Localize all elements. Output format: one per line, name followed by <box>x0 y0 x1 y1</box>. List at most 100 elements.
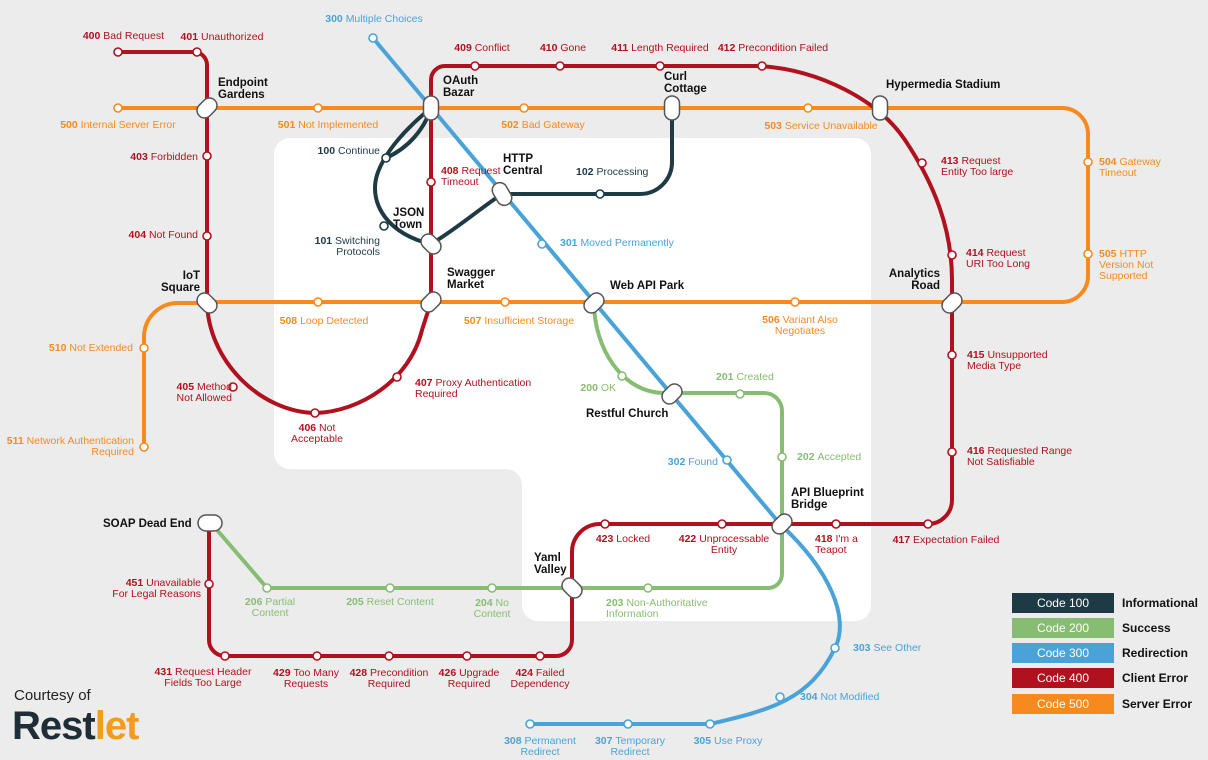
credit-text: Courtesy of <box>14 687 91 704</box>
stop-507 <box>500 297 510 307</box>
stop-301 <box>537 239 547 249</box>
label-300: 300 Multiple Choices <box>325 13 422 25</box>
label-302: 302 Found <box>668 456 718 468</box>
label-507: 507 Insufficient Storage <box>464 315 574 327</box>
stop-300 <box>368 33 378 43</box>
stop-428 <box>384 651 394 661</box>
stop-404 <box>202 231 212 241</box>
station-web-api-park: Web API Park <box>610 280 685 292</box>
stop-409 <box>470 61 480 71</box>
stop-102 <box>595 189 605 199</box>
label-205: 205 Reset Content <box>346 596 434 608</box>
stop-408 <box>426 177 436 187</box>
stop-202 <box>777 452 787 462</box>
stop-403 <box>202 151 212 161</box>
station-oauth-bazar-marker <box>422 95 440 121</box>
station-hypermedia-stadium-marker <box>871 95 889 121</box>
legend-swatch-1xx: Code 100 <box>1012 593 1114 613</box>
label-409: 409 Conflict <box>454 42 510 54</box>
stop-307 <box>623 719 633 729</box>
stop-431 <box>220 651 230 661</box>
legend-swatch-2xx: Code 200 <box>1012 618 1114 638</box>
label-500: 500 Internal Server Error <box>60 119 176 131</box>
stop-504 <box>1083 157 1093 167</box>
label-100: 100 Continue <box>318 145 381 157</box>
stop-406 <box>310 408 320 418</box>
stop-501 <box>313 103 323 113</box>
label-102: 102 Processing <box>576 166 649 178</box>
label-501: 501 Not Implemented <box>278 119 379 131</box>
station-analytics-road-marker <box>941 292 963 314</box>
label-417: 417 Expectation Failed <box>893 534 1000 546</box>
stop-101 <box>379 221 389 231</box>
stop-407 <box>392 372 402 382</box>
station-hypermedia-stadium: Hypermedia Stadium <box>886 79 1000 91</box>
legend-swatch-3xx: Code 300 <box>1012 643 1114 663</box>
stop-426 <box>462 651 472 661</box>
station-web-api-park-marker <box>583 292 605 314</box>
stop-405 <box>228 382 238 392</box>
logo-accent: let <box>94 704 140 748</box>
legend-label-4xx: Client Error <box>1122 671 1189 685</box>
label-510: 510 Not Extended <box>49 342 133 354</box>
stop-503 <box>803 103 813 113</box>
station-swagger-market-marker <box>420 291 442 313</box>
legend-label-3xx: Redirection <box>1122 646 1189 660</box>
stop-308 <box>525 719 535 729</box>
stop-414 <box>947 250 957 260</box>
station-yaml-valley-marker <box>561 577 583 599</box>
stop-418 <box>831 519 841 529</box>
stop-206 <box>262 583 272 593</box>
stop-201 <box>735 389 745 399</box>
station-restful-church: Restful Church <box>586 408 668 420</box>
stop-511 <box>139 442 149 452</box>
stop-429 <box>312 651 322 661</box>
stop-510 <box>139 343 149 353</box>
label-412: 412 Precondition Failed <box>718 42 828 54</box>
stop-413 <box>917 158 927 168</box>
station-api-blueprint-bridge-marker <box>771 513 793 535</box>
label-200: 200 OK <box>580 382 616 394</box>
stop-410 <box>555 61 565 71</box>
stop-502 <box>519 103 529 113</box>
label-502: 502 Bad Gateway <box>501 119 585 131</box>
label-400: 400 Bad Request <box>83 30 164 42</box>
label-411: 411 Length Required <box>611 42 709 54</box>
label-403: 403 Forbidden <box>130 151 198 163</box>
station-restful-church-marker <box>661 383 683 405</box>
stop-423 <box>600 519 610 529</box>
legend-swatch-5xx: Code 500 <box>1012 694 1114 714</box>
legend-label-5xx: Server Error <box>1122 697 1193 711</box>
stop-505 <box>1083 249 1093 259</box>
stop-508 <box>313 297 323 307</box>
label-404: 404 Not Found <box>129 229 199 241</box>
stop-303 <box>830 643 840 653</box>
label-202: 202 Accepted <box>797 451 861 463</box>
station-soap-dead-end: SOAP Dead End <box>103 518 192 530</box>
stop-304 <box>775 692 785 702</box>
